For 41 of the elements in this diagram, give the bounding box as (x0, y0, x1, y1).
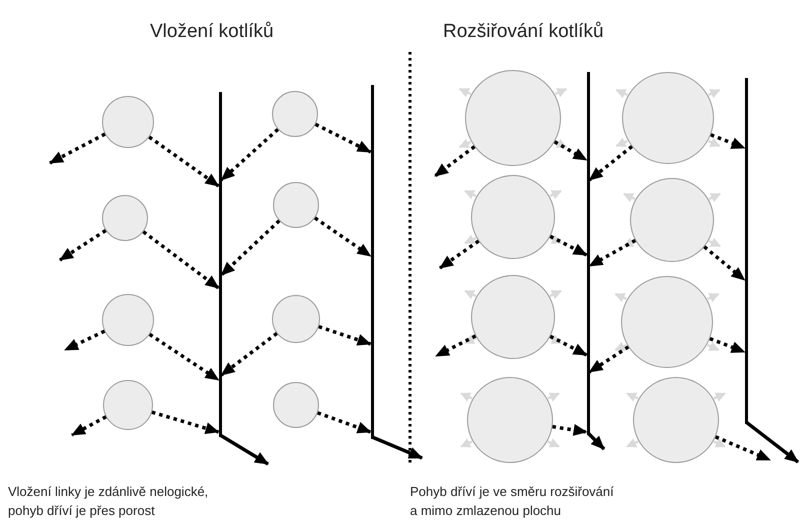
dotted-arrow (148, 136, 220, 188)
dotted-arrow (588, 145, 633, 182)
dotted-arrow (317, 411, 372, 434)
dotted-arrow (550, 334, 588, 357)
dotted-arrow (49, 132, 106, 165)
dotted-arrow (151, 410, 220, 434)
dotted-arrow (710, 133, 746, 150)
skid-trail-line (744, 78, 748, 424)
dotted-arrow (588, 238, 636, 268)
skid-trail-line (218, 92, 222, 436)
dotted-arrow (59, 229, 107, 262)
dotted-arrow (71, 415, 107, 437)
dotted-arrow (714, 435, 771, 462)
dotted-arrow (148, 332, 220, 382)
dotted-arrow (142, 230, 220, 290)
dotted-arrow (588, 345, 630, 374)
caption-text: Pohyb dříví je ve směru rozšiřování a mimo zmlazenou plochu (410, 483, 614, 520)
dotted-arrow (550, 234, 588, 257)
exit-arrow (586, 432, 606, 450)
dotted-arrow (220, 128, 280, 182)
dotted-arrow (434, 145, 476, 178)
dotted-arrow (220, 219, 280, 276)
dotted-arrow (554, 140, 588, 162)
exit-arrow (219, 434, 269, 466)
caption-text: Vložení linky je zdánlivě nelogické, pohyb dříví je přes porost (8, 483, 210, 520)
dotted-arrow (314, 122, 372, 154)
dotted-arrow (552, 424, 588, 436)
skid-trail-line (586, 72, 590, 434)
dotted-arrow (709, 336, 746, 354)
dotted-arrow (439, 240, 480, 270)
dotted-arrow (314, 216, 372, 258)
dotted-arrow (318, 324, 372, 346)
section-heading: Rozšiřování kotlíků (443, 20, 604, 44)
skid-trail-line (370, 85, 374, 438)
section-heading: Vložení kotlíků (150, 20, 274, 44)
dotted-arrow (435, 334, 476, 358)
dotted-arrow (64, 330, 106, 352)
dotted-arrow (220, 332, 278, 376)
dotted-arrow (703, 245, 746, 282)
exit-arrow (371, 435, 423, 460)
exit-arrow (744, 420, 800, 464)
